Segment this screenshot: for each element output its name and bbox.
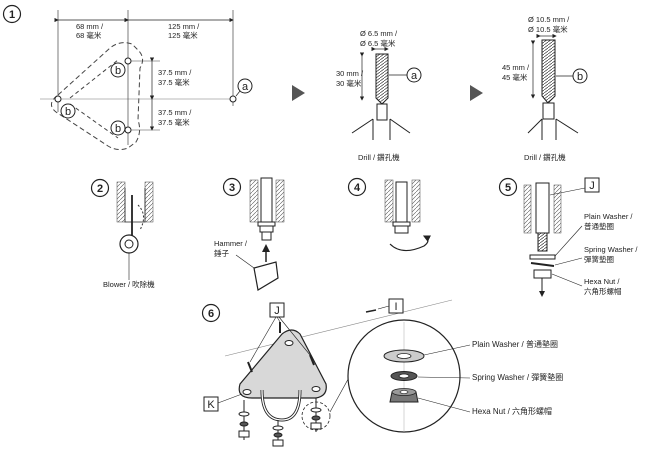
svg-text:b: b xyxy=(577,71,583,83)
svg-text:3: 3 xyxy=(229,182,235,194)
svg-text:b: b xyxy=(65,106,71,118)
drill-label-2: Drill / 鑽孔機 xyxy=(524,152,566,162)
drill-10-5-figure: Ø 10.5 mm / Ø 10.5 毫米 45 mm / 45 毫米 b Dr… xyxy=(502,15,588,162)
svg-text:a: a xyxy=(411,70,418,82)
drill-body-large xyxy=(527,118,579,140)
drill-bit-large xyxy=(541,39,556,104)
svg-text:a: a xyxy=(242,81,249,93)
spring-washer-5 xyxy=(530,262,555,267)
step-6-panel: 6 xyxy=(201,298,563,447)
dim-68-en: 68 mm / xyxy=(76,22,104,31)
hardware-stack-left xyxy=(238,400,250,440)
anchor-bolt xyxy=(395,181,408,223)
detail-plain-washer-label: Plain Washer / 普通墊圈 xyxy=(472,339,558,349)
depth-45-en: 45 mm / xyxy=(502,63,530,72)
drill-shank-small xyxy=(376,103,388,121)
drill-6-5-figure: Ø 6.5 mm / Ø 6.5 毫米 30 mm / 30 毫米 a Dril… xyxy=(336,29,422,162)
hammer xyxy=(253,261,279,291)
callout-b-left xyxy=(60,103,76,119)
callout-a xyxy=(237,78,253,94)
hammer-en: Hammer / xyxy=(214,239,248,248)
depth-30-zh: 30 毫米 xyxy=(336,78,362,88)
flow-arrow-2 xyxy=(470,85,483,101)
svg-text:b: b xyxy=(115,65,121,77)
rotation-arrow xyxy=(389,235,431,252)
depth-45-zh: 45 毫米 xyxy=(502,72,528,82)
plain-washer-5 xyxy=(529,254,556,260)
drill-6-5-en: Ø 6.5 mm / xyxy=(360,29,398,38)
detail-spring-washer-label: Spring Washer / 彈簧墊圈 xyxy=(472,372,563,382)
step-1-panel: 1 68 mm / 68 毫米 125 mm / 125 毫米 37.5 mm … xyxy=(2,4,253,151)
bracket-inner-lines xyxy=(69,59,119,139)
spring-washer-zh: 彈簧墊圈 xyxy=(584,254,614,264)
hole-bottom xyxy=(124,126,132,134)
svg-text:J: J xyxy=(589,180,595,192)
svg-text:6: 6 xyxy=(208,308,214,320)
plain-washer-en: Plain Washer / xyxy=(584,212,633,221)
dim-37b-zh: 37.5 毫米 xyxy=(158,117,190,127)
detail-hexa-nut-label: Hexa Nut / 六角形螺帽 xyxy=(472,406,552,416)
flow-arrow-1 xyxy=(292,85,305,101)
svg-text:J: J xyxy=(274,305,280,317)
hole-center xyxy=(229,95,237,103)
callout-b-top xyxy=(110,62,126,78)
step-3-panel: 3 Hammer / 錘子 xyxy=(214,177,285,291)
drill-10-5-zh: Ø 10.5 毫米 xyxy=(528,24,568,34)
drill-bit-small xyxy=(375,53,389,105)
drill-body-small xyxy=(351,118,411,140)
dim-37a-en: 37.5 mm / xyxy=(158,68,192,77)
step-4-panel: 4 xyxy=(347,177,431,252)
svg-text:5: 5 xyxy=(505,182,511,194)
depth-30-en: 30 mm / xyxy=(336,69,364,78)
step-4-badge xyxy=(347,177,367,197)
hole-top xyxy=(124,57,132,65)
callout-K xyxy=(203,396,219,412)
spring-washer-en: Spring Washer / xyxy=(584,245,638,254)
drill-10-5-en: Ø 10.5 mm / xyxy=(528,15,570,24)
step-1-badge xyxy=(2,4,22,24)
step-3-badge xyxy=(222,177,242,197)
hole-left xyxy=(54,95,62,103)
dim-37b-en: 37.5 mm / xyxy=(158,108,192,117)
callout-b-bottom xyxy=(110,120,126,136)
guide-line xyxy=(224,299,453,357)
hexa-nut-en: Hexa Nut / xyxy=(584,277,620,286)
dim-37a-zh: 37.5 毫米 xyxy=(158,77,190,87)
svg-text:I: I xyxy=(394,301,397,313)
svg-text:K: K xyxy=(207,399,215,411)
callout-J-5 xyxy=(584,177,600,193)
svg-text:b: b xyxy=(115,123,121,135)
dim-125-zh: 125 毫米 xyxy=(168,30,198,40)
anchor-stud xyxy=(535,182,550,234)
hexa-nut-5 xyxy=(533,269,552,279)
step-1-number: 1 xyxy=(9,9,15,21)
drill-6-5-zh: Ø 6.5 毫米 xyxy=(360,38,396,48)
step-5-panel: 5 J Plain Washer / 普通墊圈 Spring Washer / … xyxy=(498,177,638,297)
bracket-outline xyxy=(51,42,144,151)
anchor-sleeve xyxy=(260,177,273,223)
blower-body xyxy=(119,234,139,254)
dim-68-zh: 68 毫米 xyxy=(76,30,102,40)
step-2-badge xyxy=(90,178,110,198)
hammer-zh: 錘子 xyxy=(214,248,229,258)
hardware-stack-right xyxy=(301,398,331,432)
step-6-badge xyxy=(201,303,221,323)
step-5-badge xyxy=(498,177,518,197)
blower-label: Blower / 吹除機 xyxy=(103,279,155,289)
plain-washer-zh: 普通墊圈 xyxy=(584,221,614,231)
dim-125-en: 125 mm / xyxy=(168,22,200,31)
step-2-panel: 2 Blower / 吹除機 xyxy=(90,178,155,289)
drill-shank-large xyxy=(542,102,555,120)
svg-text:4: 4 xyxy=(354,182,361,194)
svg-text:2: 2 xyxy=(97,183,103,195)
triangle-plate xyxy=(238,329,327,399)
detail-focus-circle xyxy=(301,401,331,431)
drill-label-1: Drill / 鑽孔機 xyxy=(358,152,400,162)
hexa-nut-zh: 六角形螺帽 xyxy=(584,286,622,296)
hardware-stack-middle xyxy=(272,420,284,447)
